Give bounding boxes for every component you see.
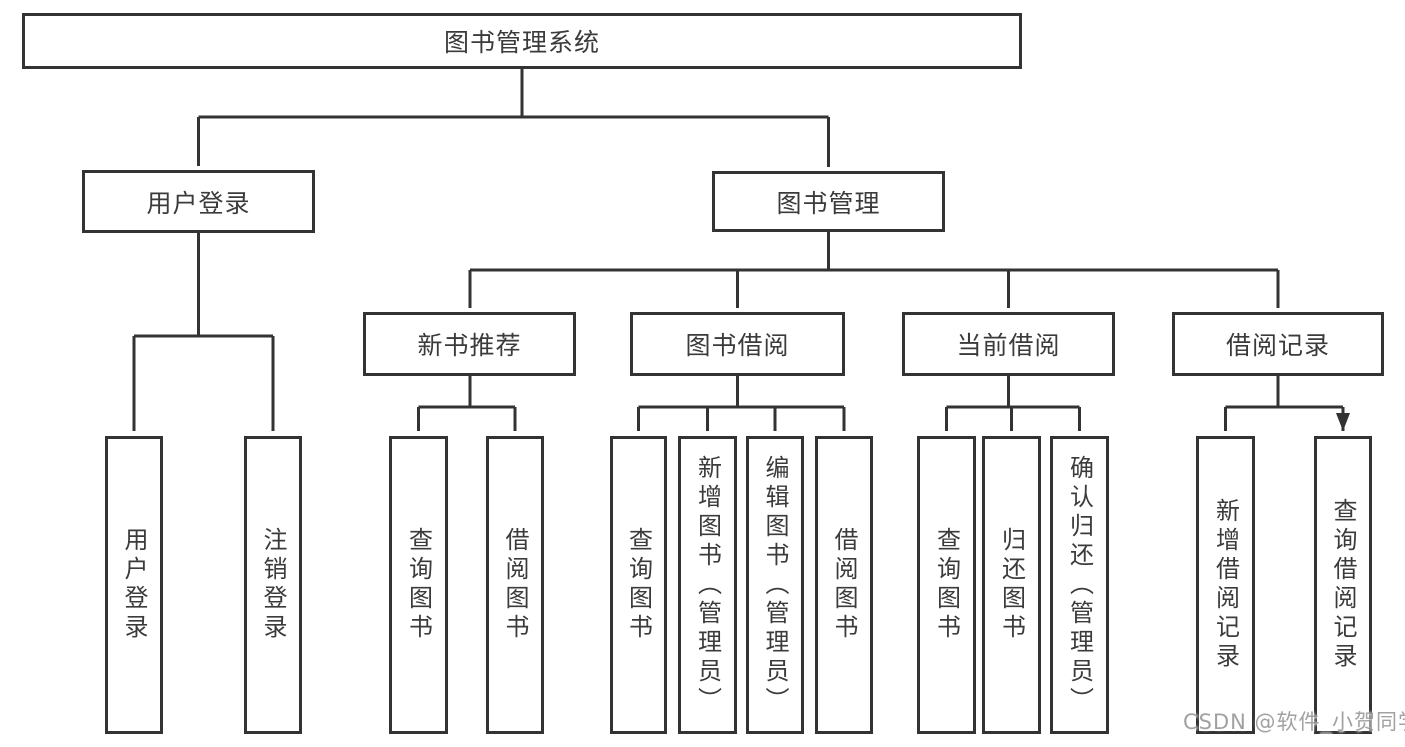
connector-arrows — [132, 117, 1343, 431]
leaf-recommend-query-books: 查询图书 — [389, 436, 448, 734]
leaf-edit-books-admin: 编辑图书（管理员） — [746, 436, 804, 734]
leaf-user-login: 用户登录 — [105, 436, 163, 734]
leaf-query-borrow-record: 查询借阅记录 — [1314, 436, 1372, 734]
node-book-management: 图书管理 — [712, 171, 945, 232]
node-user-login: 用户登录 — [82, 170, 315, 233]
node-new-book-recommend: 新书推荐 — [363, 312, 576, 376]
leaf-logout: 注销登录 — [244, 436, 302, 734]
node-current-borrow: 当前借阅 — [902, 312, 1115, 376]
node-book-borrow: 图书借阅 — [630, 312, 845, 376]
leaf-add-borrow-record: 新增借阅记录 — [1196, 436, 1255, 734]
leaf-confirm-return-admin: 确认归还（管理员） — [1050, 436, 1109, 734]
leaf-recommend-borrow-books: 借阅图书 — [486, 436, 544, 734]
node-root-system: 图书管理系统 — [22, 13, 1022, 69]
leaf-current-query-books: 查询图书 — [917, 436, 976, 734]
leaf-add-books-admin: 新增图书（管理员） — [678, 436, 737, 734]
node-borrow-records: 借阅记录 — [1172, 312, 1384, 376]
leaf-return-books: 归还图书 — [982, 436, 1041, 734]
csdn-watermark: CSDN @软件_小贺同学 — [1183, 710, 1405, 734]
leaf-borrow-books: 借阅图书 — [815, 436, 873, 734]
leaf-borrow-query-books: 查询图书 — [610, 436, 667, 734]
